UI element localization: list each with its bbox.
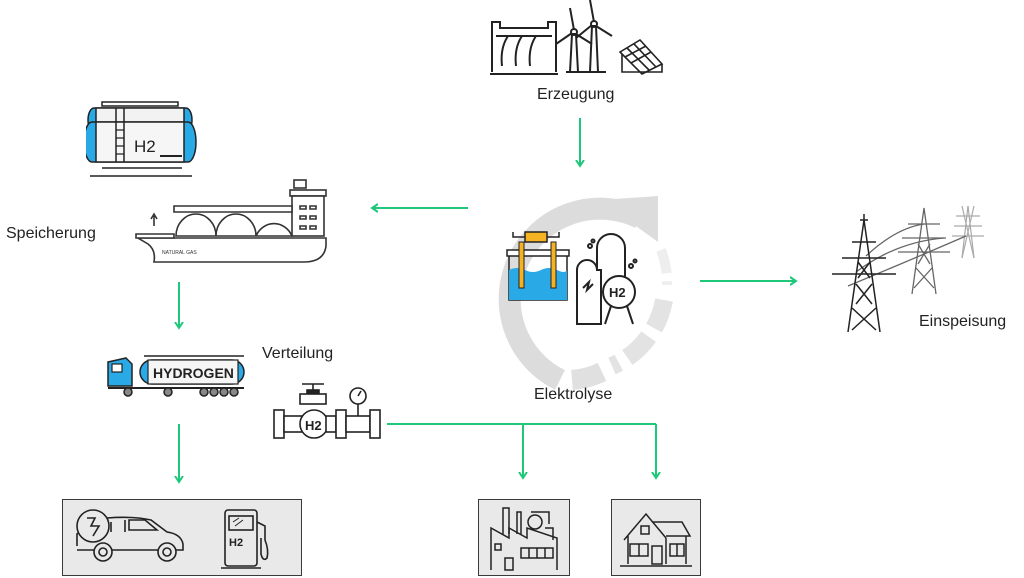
house-icon [620,512,692,567]
h2-tank-icon [576,233,638,325]
households-box [611,499,701,576]
ship-text: NATURAL GAS [162,250,197,256]
label-storage: Speicherung [6,225,96,242]
industry-box [478,499,570,576]
storage-tank-text: H2 [134,137,156,156]
label-distribution: Verteilung [262,345,334,362]
wind-turbine-icon [555,0,613,73]
label-electrolysis: Elektrolyse [534,386,613,403]
electrolyzer-icon: H2 [506,231,638,325]
generation-icons [490,0,664,75]
h2-fuel-pump-icon [221,509,269,569]
solar-panel-icon [618,38,664,75]
electrolysis-tank-text: H2 [609,285,626,300]
electric-car-icon [76,509,184,562]
label-feed-in: Einspeisung [919,313,1007,330]
truck-text: HYDROGEN [153,365,234,381]
h2-valve-icon: H2 [273,383,381,439]
power-pylon-icon [832,205,984,333]
h2-storage-tank-icon: H2 [86,101,197,177]
hydro-dam-icon [490,21,558,75]
valve-text: H2 [305,418,322,433]
hydrogen-truck-icon: HYDROGEN [107,355,245,397]
pump-text: H2 [229,537,243,549]
lng-ship-icon: NATURAL GAS [135,179,327,263]
factory-icon [490,507,558,571]
mobility-box: H2 [62,499,302,576]
mobility-icons: H2 [76,509,269,569]
label-generation: Erzeugung [537,86,615,103]
